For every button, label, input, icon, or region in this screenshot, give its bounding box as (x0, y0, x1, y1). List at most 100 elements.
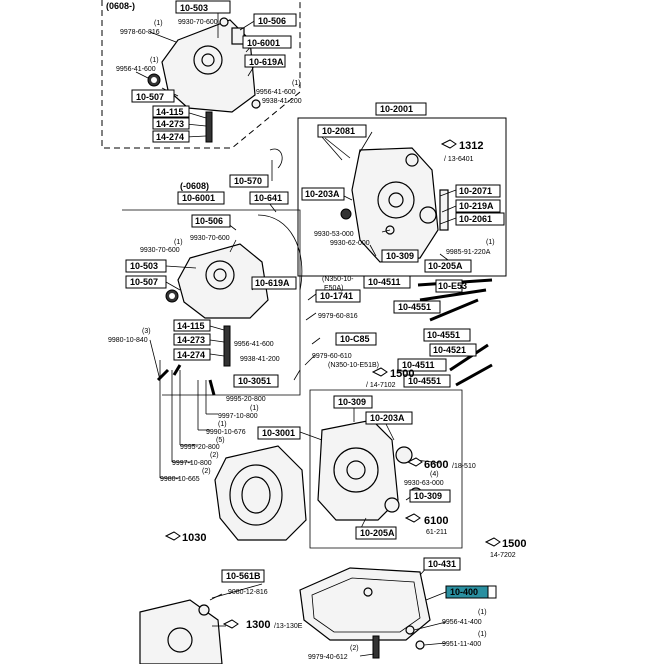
part-9979-40-612: 9979-40-612 (308, 654, 348, 661)
part-10-4511b: 10-4511 (402, 360, 435, 370)
part-9995-20-800b: 9995-20-800 (180, 444, 220, 451)
ref-13-6401: / 13-6401 (444, 156, 474, 163)
part-9980-10-665: 9980-10-665 (160, 476, 200, 483)
qty-1e: (1) (174, 239, 183, 246)
part-box (424, 259, 472, 273)
part-10-2081: 10-2081 (322, 126, 355, 136)
qty-1c: (1) (292, 80, 301, 87)
part-box (253, 13, 297, 27)
label-n350b: (N350-10-E51B) (328, 362, 379, 369)
label-0608b: (-0608) (180, 181, 209, 191)
part-9938-41-200b: 9938-41-200 (240, 356, 280, 363)
part-10-431: 10-431 (428, 559, 456, 569)
part-box (317, 124, 367, 138)
part-9930-63-000: 9930-63-000 (404, 480, 444, 487)
ref-arrow-6100 (404, 513, 421, 523)
ref-1030: 1030 (182, 532, 206, 544)
part-14-115b: 14-115 (177, 321, 205, 331)
part-10-4551a: 10-4551 (398, 302, 431, 312)
qty-2c: (2) (350, 645, 359, 652)
part-10-2071: 10-2071 (459, 186, 492, 196)
front-cover-upper-illustration (147, 17, 261, 143)
label-e50A: E50A) (324, 285, 343, 292)
ref-1500b: 1500 (502, 538, 526, 550)
ref-arrow-1312 (440, 139, 457, 149)
part-10-203Ab: 10-203A (370, 413, 405, 423)
part-10-4551b: 10-4551 (427, 330, 460, 340)
part-9938-41-200a: 9938-41-200 (262, 98, 302, 105)
part-box (173, 333, 211, 346)
part-box (375, 102, 427, 116)
part-number-boxes (125, 0, 505, 599)
part-14-274a: 14-274 (156, 132, 184, 142)
part-10-6001a: 10-6001 (247, 38, 280, 48)
qty-2a: (2) (210, 452, 219, 459)
part-box (363, 275, 411, 289)
qty-1i: (1) (478, 631, 487, 638)
part-10-561B: 10-561B (226, 571, 261, 581)
labels: (0608-) 10-503 9930-70-600 (1) 9978-60-8… (106, 1, 526, 661)
part-10-205Aa: 10-205A (428, 261, 463, 271)
part-box (393, 300, 441, 314)
part-box (455, 184, 501, 198)
part-box (423, 328, 471, 342)
part-10-503a: 10-503 (180, 3, 208, 13)
part-box (355, 526, 397, 540)
qty-1b: (1) (150, 57, 159, 64)
part-box (244, 54, 286, 68)
ref-14-7202: 14-7202 (490, 552, 516, 559)
part-10-309b: 10-309 (338, 397, 366, 407)
ref-arrow-1300 (222, 619, 239, 629)
qty-1h: (1) (478, 609, 487, 616)
part-10-309c: 10-309 (414, 491, 442, 501)
part-10-E53: 10-E53 (438, 281, 467, 291)
oil-pan-illustration (299, 567, 431, 659)
qty-4: (4) (430, 471, 439, 478)
part-box (152, 117, 190, 130)
part-10-619Ab: 10-619A (255, 278, 290, 288)
ref-1312: 1312 (459, 140, 483, 152)
part-9930-70-600a: 9930-70-600 (178, 19, 218, 26)
part-10-506b: 10-506 (195, 216, 223, 226)
part-box (409, 489, 451, 503)
part-box (301, 187, 345, 201)
qty-3: (3) (142, 328, 151, 335)
part-box (435, 279, 463, 293)
part-box (131, 89, 175, 103)
part-9979-60-816: 9979-60-816 (318, 313, 358, 320)
part-10-2001: 10-2001 (380, 104, 413, 114)
part-9997-10-800b: 9997-10-800 (172, 460, 212, 467)
part-10-309a: 10-309 (386, 251, 414, 261)
part-10-507a: 10-507 (136, 92, 164, 102)
part-box (125, 259, 167, 273)
part-10-4551c: 10-4551 (408, 376, 441, 386)
part-9930-70-600c: 9930-70-600 (140, 247, 180, 254)
ref-6100: 6100 (424, 515, 448, 527)
part-9930-62-000: 9930-62-000 (330, 240, 370, 247)
part-10-4511a: 10-4511 (368, 277, 401, 287)
part-box-bracket (487, 585, 497, 599)
part-14-273b: 14-273 (177, 335, 205, 345)
part-9980-10-840: 9980-10-840 (108, 337, 148, 344)
part-14-115a: 14-115 (156, 107, 184, 117)
part-10-570: 10-570 (234, 176, 262, 186)
part-box (423, 557, 461, 571)
qty-1d: (1) (486, 239, 495, 246)
part-9978-60-816: 9978-60-816 (120, 29, 160, 36)
ref-14-7102: / 14-7102 (366, 382, 396, 389)
part-10-506a: 10-506 (258, 16, 286, 26)
part-box (229, 174, 269, 188)
ref-61-211: 61-211 (426, 529, 447, 536)
part-14-274b: 14-274 (177, 350, 205, 360)
part-9956-41-600a: 9956-41-600 (116, 66, 156, 73)
part-box (177, 191, 225, 205)
qty-2b: (2) (202, 468, 211, 475)
part-9997-10-800a: 9997-10-800 (218, 413, 258, 420)
front-cover-group-outline (122, 209, 301, 396)
part-10-C85: 10-C85 (340, 334, 370, 344)
part-9956-41-600c: 9956-41-600 (234, 341, 274, 348)
reference-arrows (164, 139, 501, 629)
part-9951-11-400: 9951-11-400 (442, 641, 481, 648)
label-n350a: (N350-10- (322, 276, 354, 283)
